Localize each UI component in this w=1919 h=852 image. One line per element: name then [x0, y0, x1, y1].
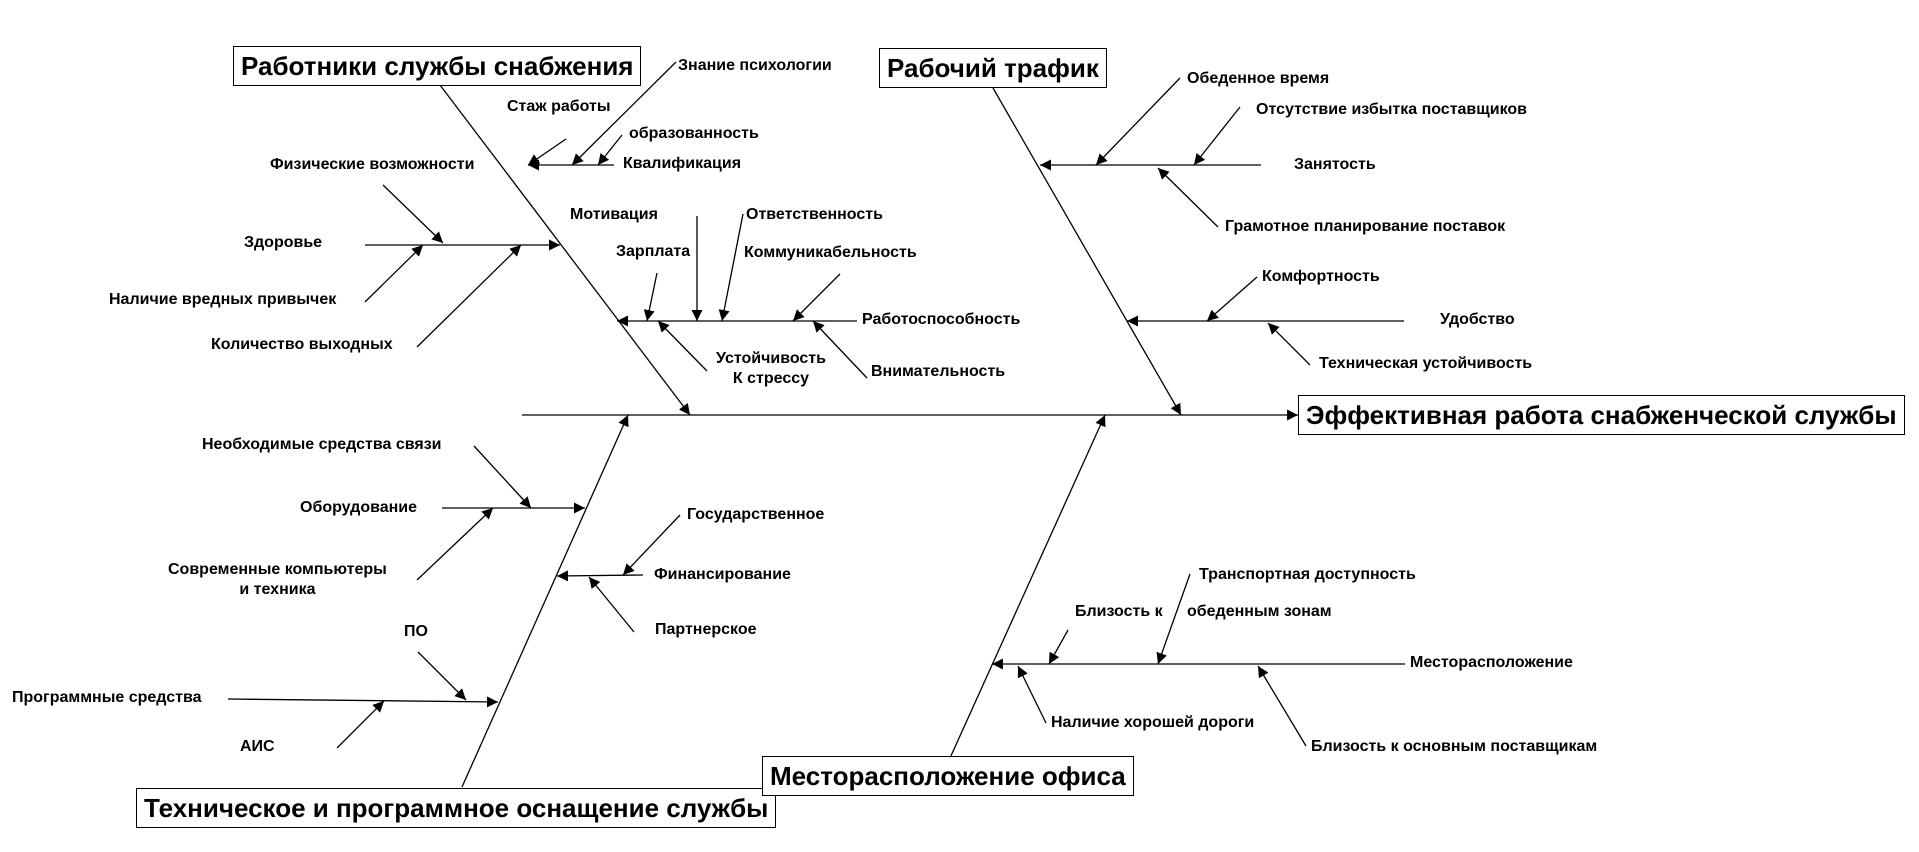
category-location: Месторасположение офиса [762, 756, 1134, 796]
arrow-attentiveness [812, 320, 868, 379]
cause-computers-line1: Современные компьютеры [168, 561, 387, 578]
cause-financing: Финансирование [654, 566, 791, 583]
branch-software [227, 696, 499, 708]
cause-transport: Транспортная доступность [1199, 566, 1416, 583]
cause-partner: Партнерское [655, 621, 757, 638]
cause-computers: Современные компьютеры и техника [168, 560, 387, 600]
cause-salary: Зарплата [616, 243, 691, 260]
cause-planning: Грамотное планирование поставок [1225, 218, 1506, 235]
cause-near-suppliers: Близость к основным поставщикам [1311, 738, 1598, 755]
arrow-stress [657, 320, 708, 372]
arrow-good-road [1017, 665, 1047, 724]
arrow-habits [364, 244, 424, 303]
bone-traffic [992, 87, 1182, 416]
cause-education: образованность [629, 125, 759, 142]
arrow-po [417, 651, 467, 701]
cause-habits: Наличие вредных привычек [109, 291, 337, 308]
cause-responsibility: Ответственность [746, 206, 883, 223]
cause-computers-line2: и техника [239, 581, 316, 598]
cause-near-lunch-1: Близость к [1075, 603, 1163, 620]
arrow-near-suppliers [1257, 665, 1307, 747]
cause-sociability: Коммуникабельность [744, 244, 917, 261]
category-tech: Техническое и программное оснащение служ… [136, 788, 777, 828]
cause-good-road: Наличие хорошей дороги [1051, 714, 1255, 731]
cause-psychology: Знание психологии [678, 57, 832, 74]
arrow-state [622, 514, 681, 576]
cause-stress-line2: К стрессу [732, 370, 810, 387]
effect-box: Эффективная работа снабженческой службы [1298, 395, 1905, 435]
arrow-experience [527, 138, 567, 166]
cause-stress: Устойчивость К стрессу [716, 349, 826, 389]
cause-comm-means: Необходимые средства связи [202, 436, 442, 453]
cause-attentiveness: Внимательность [871, 363, 1006, 380]
arrow-sociability [792, 273, 841, 322]
cause-ais: АИС [240, 738, 275, 755]
bone-location [949, 414, 1106, 759]
bone-tech [461, 414, 629, 788]
arrow-tech-stability [1267, 322, 1311, 366]
arrow-physical [382, 184, 444, 244]
cause-physical: Физические возможности [270, 156, 475, 173]
arrow-responsibility [718, 213, 744, 322]
cause-state: Государственное [687, 506, 825, 523]
arrow-psychology [571, 61, 677, 166]
cause-software: Программные средства [12, 689, 202, 706]
cause-employment: Занятость [1294, 156, 1376, 173]
cause-convenience: Удобство [1440, 311, 1515, 328]
cause-location: Месторасположение [1410, 654, 1573, 671]
cause-no-supplier-excess: Отсутствие избытка поставщиков [1256, 101, 1527, 118]
arrow-days-off [416, 244, 522, 348]
cause-work-capacity: Работоспособность [862, 311, 1021, 328]
cause-comfort: Комфортность [1262, 268, 1380, 285]
cause-motivation: Мотивация [570, 206, 658, 223]
arrow-transport [1156, 573, 1191, 665]
cause-experience: Стаж работы [507, 98, 611, 115]
cause-near-lunch-2: обеденным зонам [1187, 603, 1332, 620]
arrow-education [597, 134, 623, 166]
cause-po: ПО [404, 623, 428, 640]
cause-qualification: Квалификация [623, 155, 742, 172]
branch-financing [556, 570, 644, 582]
arrow-ais [336, 700, 385, 749]
cause-health: Здоровье [244, 234, 323, 251]
arrow-lunch-time [1095, 77, 1181, 166]
arrow-planning [1157, 167, 1219, 228]
arrow-partner [588, 576, 635, 633]
arrow-near-lunch [1048, 629, 1069, 665]
arrow-no-excess [1193, 106, 1241, 166]
arrow-comfort [1206, 276, 1258, 322]
category-staff: Работники службы снабжения [233, 46, 642, 86]
cause-days-off: Количество выходных [211, 336, 393, 353]
arrow-computers [416, 507, 494, 581]
bone-staff [439, 84, 691, 416]
arrow-salary [643, 272, 658, 322]
arrow-comm-means [473, 445, 532, 509]
cause-stress-line1: Устойчивость [716, 350, 826, 367]
category-traffic: Рабочий трафик [879, 48, 1107, 88]
cause-tech-stability: Техническая устойчивость [1319, 355, 1533, 372]
cause-equipment: Оборудование [300, 499, 418, 516]
cause-lunch-time: Обеденное время [1187, 70, 1330, 87]
